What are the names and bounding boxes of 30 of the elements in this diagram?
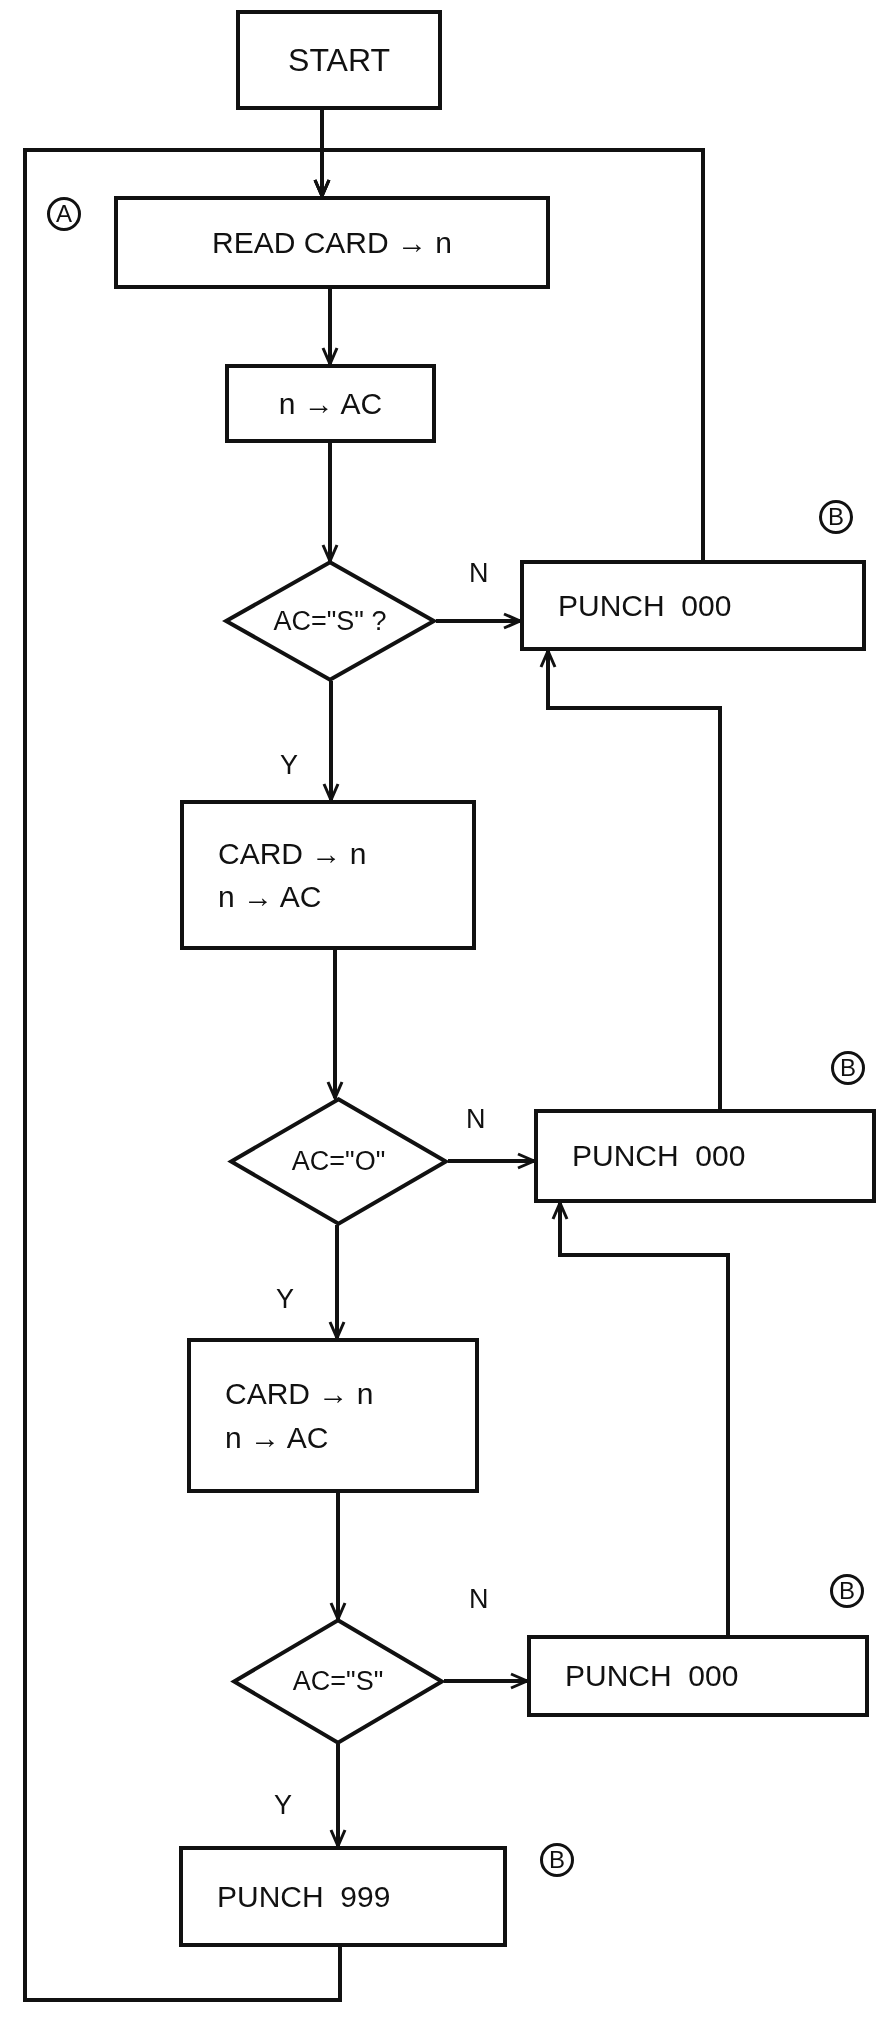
- process-box: CARD → n n → AC: [187, 1338, 479, 1493]
- process-box: PUNCH 000: [520, 560, 866, 651]
- arrow: [23, 148, 342, 2002]
- process-box: READ CARD → n: [114, 196, 550, 289]
- process-box: n → AC: [225, 364, 436, 443]
- arrow: [444, 1672, 529, 1690]
- process-box: PUNCH 000: [527, 1635, 869, 1717]
- arrow: [329, 1493, 347, 1621]
- circled-letter: B: [830, 1574, 864, 1608]
- process-box: CARD → n n → AC: [180, 800, 476, 950]
- circled-letter: B: [831, 1051, 865, 1085]
- decision-text: AC="O": [290, 1147, 387, 1176]
- arrow: [328, 1225, 346, 1340]
- arrow: [322, 681, 340, 802]
- arrow: [551, 1201, 730, 1635]
- arrow: [448, 1152, 536, 1170]
- process-box: START: [236, 10, 442, 110]
- arrow: [539, 649, 722, 1109]
- process-box: PUNCH 000: [534, 1109, 876, 1203]
- arrow: [321, 289, 339, 366]
- arrow: [436, 612, 522, 630]
- arrow: [321, 443, 339, 563]
- circled-letter: B: [819, 500, 853, 534]
- decision-text: AC="S" ?: [272, 606, 388, 636]
- arrow: [329, 1744, 347, 1848]
- process-box: PUNCH 999: [179, 1846, 507, 1947]
- decision-text: AC="S": [291, 1667, 385, 1696]
- arrow: [326, 950, 344, 1100]
- circled-letter: A: [47, 197, 81, 231]
- circled-letter: B: [540, 1843, 574, 1877]
